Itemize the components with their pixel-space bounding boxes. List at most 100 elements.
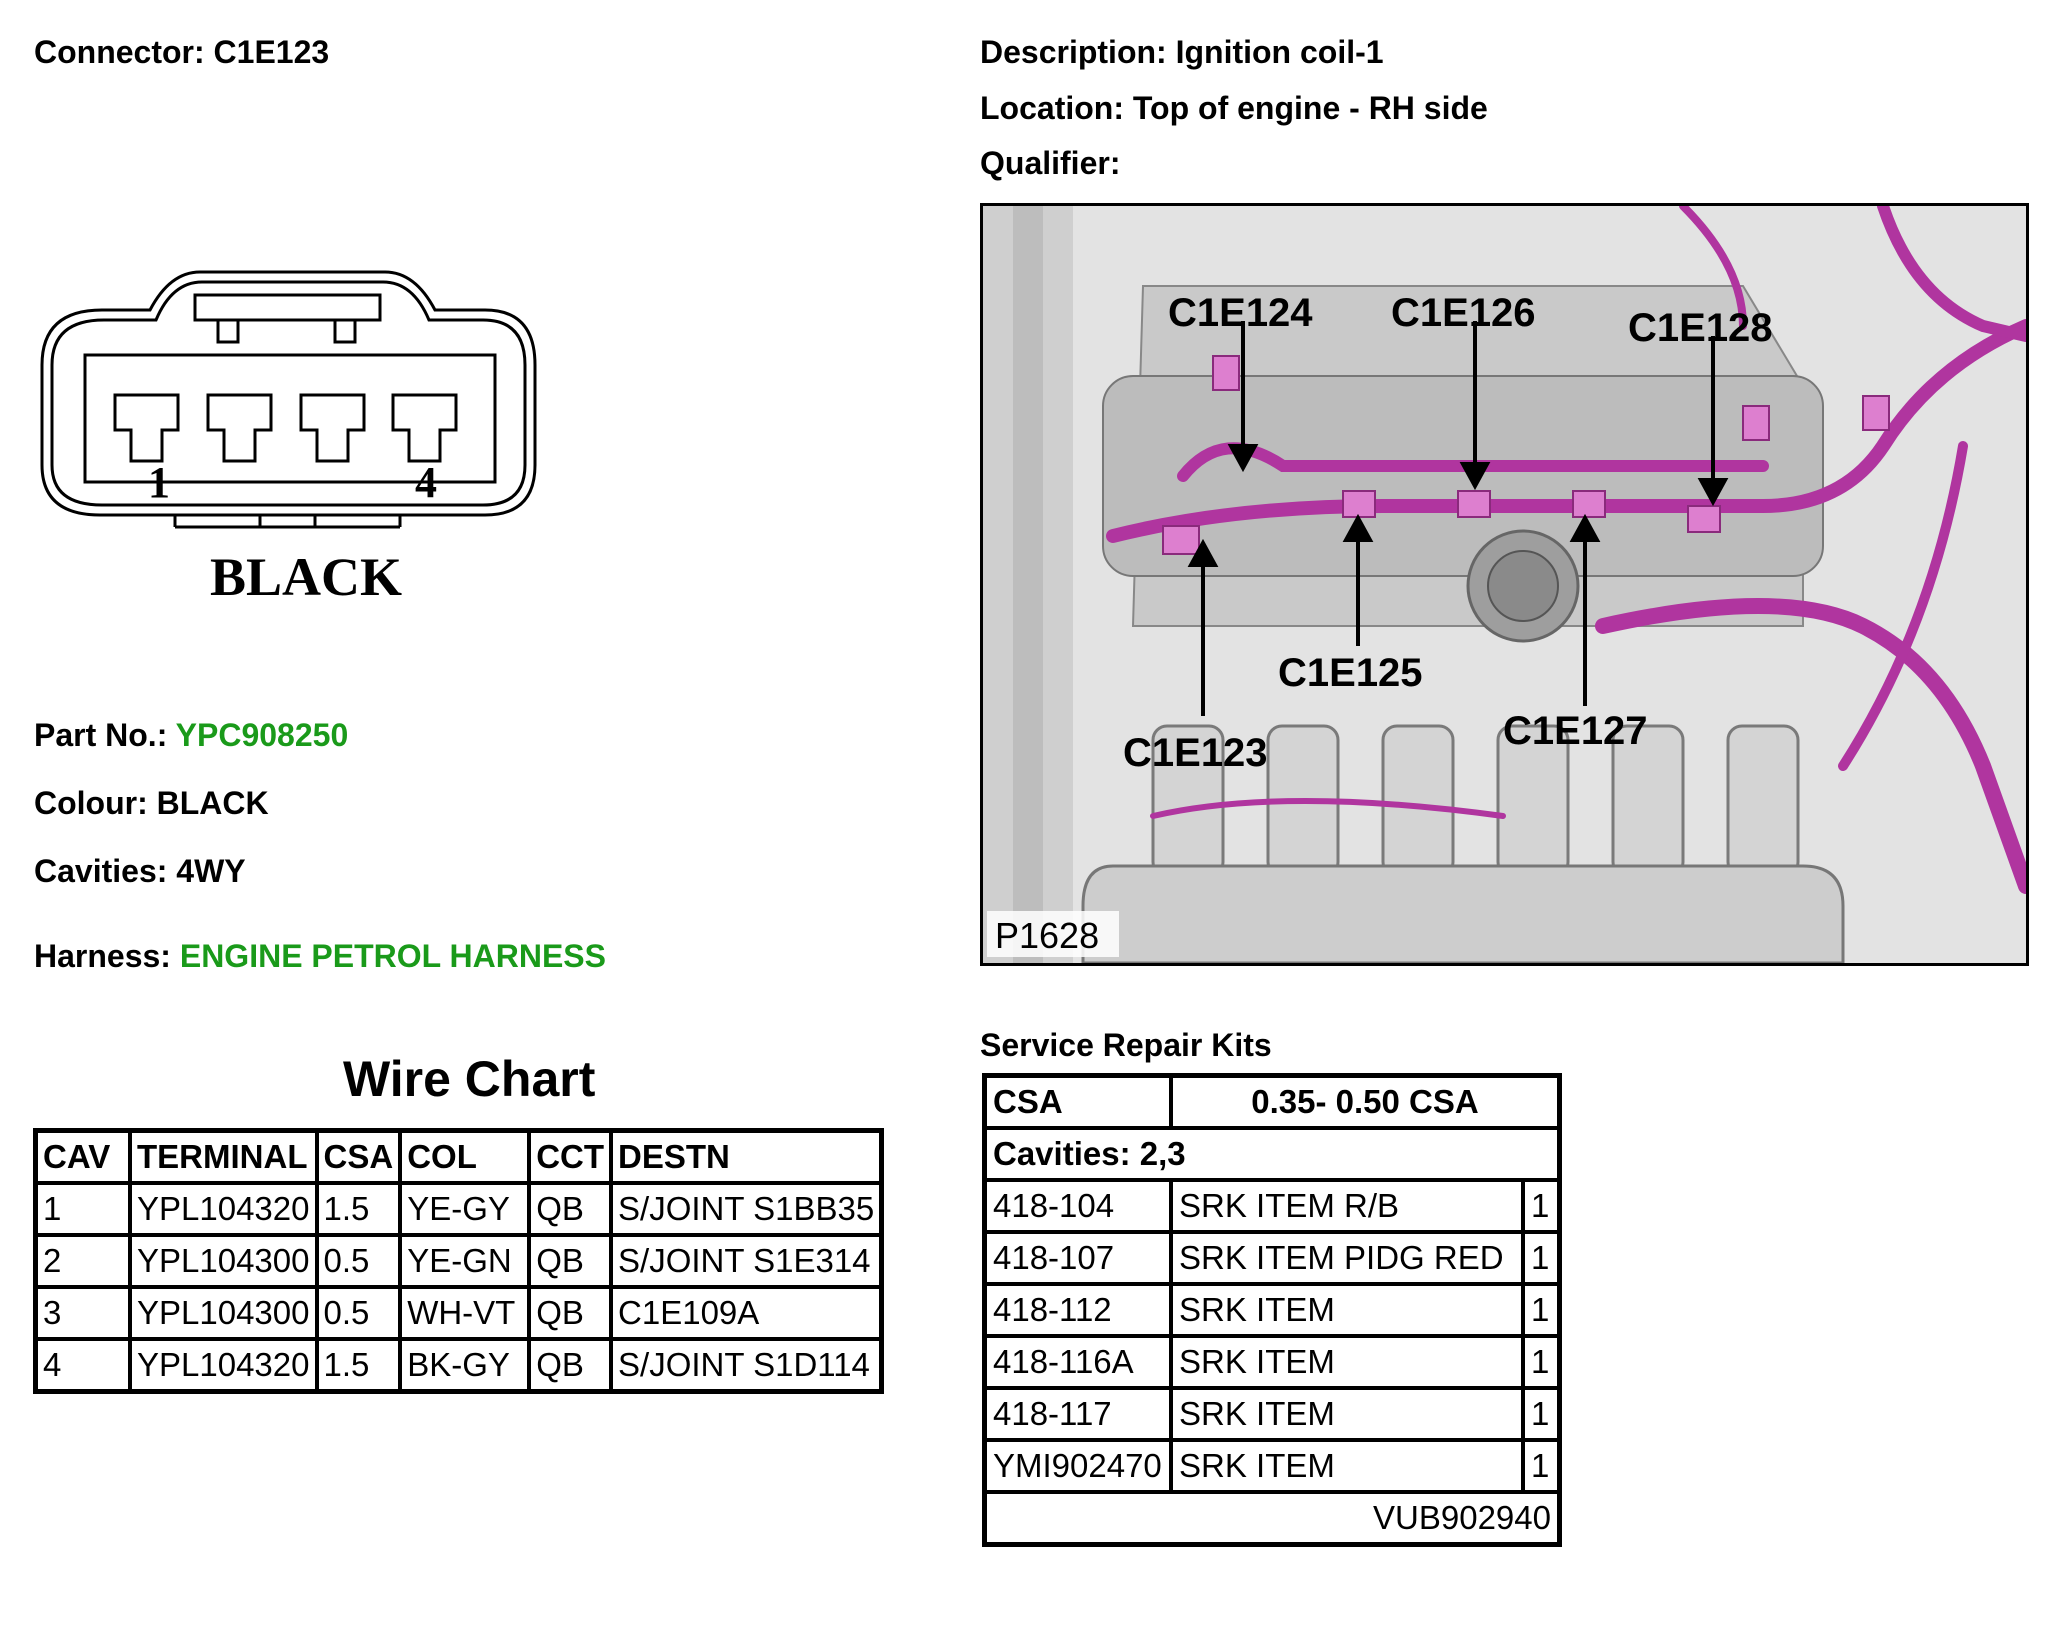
cell-col: YE-GY (398, 1181, 532, 1237)
wire-chart-table: CAV TERMINAL CSA COL CCT DESTN 1 YPL1043… (33, 1128, 885, 1394)
cell-terminal: YPL104320 (128, 1181, 319, 1237)
kit-description: SRK ITEM (1169, 1334, 1525, 1390)
cavities-row: Cavities: 2,3 (982, 1126, 1562, 1182)
colour-label: Colour: (34, 785, 148, 821)
connector-face-drawing: 1 4 BLACK (40, 270, 537, 607)
cell-csa: 1.5 (314, 1337, 403, 1394)
kit-qty: 1 (1521, 1230, 1562, 1286)
table-row: 418-104 SRK ITEM R/B 1 (982, 1178, 1562, 1234)
kit-number: VUB902940 (982, 1490, 1562, 1547)
part-no-link[interactable]: YPC908250 (175, 717, 349, 753)
col-header-cct: CCT (527, 1128, 614, 1185)
service-kits-title: Service Repair Kits (980, 1027, 1272, 1063)
service-kits-table: CSA 0.35- 0.50 CSA Cavities: 2,3 418-104… (982, 1073, 1562, 1547)
kit-part-no: 418-117 (982, 1386, 1173, 1442)
callout-c1e126: C1E126 (1391, 291, 1536, 335)
col-header-terminal: TERMINAL (128, 1128, 319, 1185)
colour-value: BLACK (156, 785, 269, 821)
pin-4-label: 4 (415, 458, 437, 507)
description-value: Ignition coil-1 (1175, 34, 1384, 70)
pin-1-label: 1 (148, 458, 170, 507)
kit-qty: 1 (1521, 1178, 1562, 1234)
kit-part-no: 418-104 (982, 1178, 1173, 1234)
kit-part-no: 418-116A (982, 1334, 1173, 1390)
kit-part-no: 418-112 (982, 1282, 1173, 1338)
kit-part-no: YMI902470 (982, 1438, 1173, 1494)
cell-destn: C1E109A (609, 1285, 884, 1341)
kit-qty: 1 (1521, 1386, 1562, 1442)
kit-description: SRK ITEM PIDG RED (1169, 1230, 1525, 1286)
wire-chart-title: Wire Chart (343, 1051, 596, 1107)
location-value: Top of engine - RH side (1132, 90, 1488, 126)
description-line: Description: Ignition coil-1 (980, 34, 1384, 71)
table-row: 418-107 SRK ITEM PIDG RED 1 (982, 1230, 1562, 1286)
engine-illustration: C1E124 C1E126 C1E128 C1E125 C1E127 C1E12… (983, 206, 2026, 963)
harness-label: Harness: (34, 938, 171, 974)
cell-terminal: YPL104300 (128, 1285, 319, 1341)
part-no-line: Part No.: YPC908250 (34, 717, 348, 754)
callout-c1e127: C1E127 (1503, 709, 1648, 753)
description-label: Description: (980, 34, 1167, 70)
cell-destn: S/JOINT S1D114 (609, 1337, 884, 1394)
cell-csa: 0.5 (314, 1285, 403, 1341)
kit-qty: 1 (1521, 1282, 1562, 1338)
cell-col: WH-VT (398, 1285, 532, 1341)
csa-row: CSA 0.35- 0.50 CSA (982, 1073, 1562, 1130)
callout-c1e125: C1E125 (1278, 651, 1423, 695)
location-line: Location: Top of engine - RH side (980, 90, 1488, 127)
cell-csa: 1.5 (314, 1181, 403, 1237)
table-row: 418-117 SRK ITEM 1 (982, 1386, 1562, 1442)
connector-label: Connector: (34, 34, 205, 70)
kit-description: SRK ITEM (1169, 1386, 1525, 1442)
kit-part-no: 418-107 (982, 1230, 1173, 1286)
table-row: YMI902470 SRK ITEM 1 (982, 1438, 1562, 1494)
callout-c1e123: C1E123 (1123, 731, 1268, 775)
cell-cct: QB (527, 1337, 614, 1394)
col-header-cav: CAV (33, 1128, 132, 1185)
figure-id: P1628 (995, 915, 1099, 956)
connector-line: Connector: C1E123 (34, 34, 329, 71)
cell-cav: 1 (33, 1181, 132, 1237)
kit-qty: 1 (1521, 1334, 1562, 1390)
table-row: 3 YPL104300 0.5 WH-VT QB C1E109A (33, 1285, 884, 1341)
kit-description: SRK ITEM (1169, 1438, 1525, 1494)
cell-destn: S/JOINT S1BB35 (609, 1181, 884, 1237)
cell-terminal: YPL104300 (128, 1233, 319, 1289)
part-no-label: Part No.: (34, 717, 168, 753)
cell-cav: 4 (33, 1337, 132, 1394)
table-row: 418-112 SRK ITEM 1 (982, 1282, 1562, 1338)
cavities-label: Cavities: (34, 853, 168, 889)
cell-cct: QB (527, 1285, 614, 1341)
cell-cct: QB (527, 1181, 614, 1237)
cell-col: BK-GY (398, 1337, 532, 1394)
location-label: Location: (980, 90, 1124, 126)
csa-label: CSA (982, 1073, 1173, 1130)
kit-cavities: Cavities: 2,3 (982, 1126, 1562, 1182)
kit-description: SRK ITEM (1169, 1282, 1525, 1338)
cavities-line: Cavities: 4WY (34, 853, 246, 890)
kit-qty: 1 (1521, 1438, 1562, 1494)
cell-cav: 2 (33, 1233, 132, 1289)
colour-line: Colour: BLACK (34, 785, 269, 822)
cell-csa: 0.5 (314, 1233, 403, 1289)
cell-cct: QB (527, 1233, 614, 1289)
col-header-csa: CSA (314, 1128, 403, 1185)
kit-description: SRK ITEM R/B (1169, 1178, 1525, 1234)
qualifier-line: Qualifier: (980, 145, 1120, 182)
kit-number-row: VUB902940 (982, 1490, 1562, 1547)
cell-cav: 3 (33, 1285, 132, 1341)
callout-c1e128: C1E128 (1628, 306, 1773, 350)
cell-terminal: YPL104320 (128, 1337, 319, 1394)
harness-link[interactable]: ENGINE PETROL HARNESS (179, 938, 606, 974)
cell-destn: S/JOINT S1E314 (609, 1233, 884, 1289)
table-row: 418-116A SRK ITEM 1 (982, 1334, 1562, 1390)
connector-colour-text: BLACK (210, 547, 402, 607)
col-header-col: COL (398, 1128, 532, 1185)
col-header-destn: DESTN (609, 1128, 884, 1185)
table-row: 2 YPL104300 0.5 YE-GN QB S/JOINT S1E314 (33, 1233, 884, 1289)
connector-location-photo: C1E124 C1E126 C1E128 C1E125 C1E127 C1E12… (980, 203, 2029, 966)
wire-chart-header-row: CAV TERMINAL CSA COL CCT DESTN (33, 1128, 884, 1185)
csa-value: 0.35- 0.50 CSA (1169, 1073, 1562, 1130)
callout-c1e124: C1E124 (1168, 291, 1313, 335)
table-row: 1 YPL104320 1.5 YE-GY QB S/JOINT S1BB35 (33, 1181, 884, 1237)
